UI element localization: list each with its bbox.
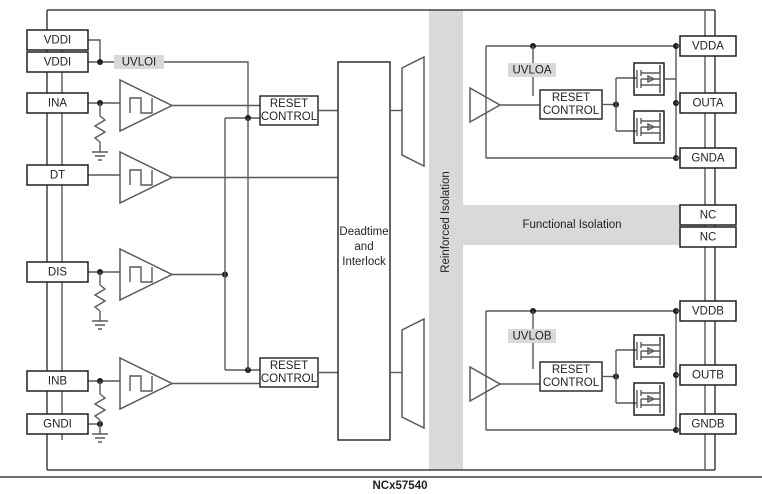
pin-nc-1-label: NC — [700, 210, 717, 222]
dis-ground-symbol — [92, 320, 108, 330]
dis-schmitt-buffer — [119, 247, 174, 302]
pin-nc-1[interactable]: NC — [679, 204, 737, 226]
inb-schmitt-buffer — [119, 356, 174, 411]
pin-gnda-label: GNDA — [691, 153, 725, 165]
functional-isolation-label: Functional Isolation — [522, 219, 621, 231]
pin-inb-label: INB — [48, 376, 68, 388]
part-number-label: NCx57540 — [373, 480, 428, 492]
reset-secondary-b-line1: RESET — [552, 364, 590, 376]
vddi-junction-dot — [97, 59, 103, 65]
pin-vddi-2-label: VDDI — [44, 57, 71, 69]
vddi-bridge-wire — [88, 39, 101, 62]
pin-vddi-2[interactable]: VDDI — [26, 51, 89, 73]
uvloa-label: UVLOA — [513, 65, 552, 77]
ina-schmitt-buffer — [119, 78, 174, 133]
dt-schmitt-buffer — [119, 150, 174, 205]
dis-schmitt-glyph — [129, 266, 153, 283]
deadtime-line1: Deadtime — [339, 226, 388, 238]
deadtime-line3: Interlock — [342, 256, 386, 268]
reset-primary-a-line1: RESET — [270, 98, 308, 110]
pin-gndi[interactable]: GNDI — [26, 413, 89, 435]
reset-secondary-a-line1: RESET — [552, 92, 590, 104]
pin-nc-2-label: NC — [700, 232, 717, 244]
inb-pulldown-resistor — [93, 393, 107, 421]
pin-vddb[interactable]: VDDB — [679, 300, 737, 322]
reset-primary-b-line1: RESET — [270, 360, 308, 372]
pin-dt-label: DT — [50, 170, 65, 182]
deadtime-line2: and — [354, 241, 373, 253]
pin-outa[interactable]: OUTA — [679, 92, 737, 114]
pin-outa-label: OUTA — [692, 98, 723, 110]
pin-dis[interactable]: DIS — [26, 261, 89, 283]
pin-vdda[interactable]: VDDA — [679, 35, 737, 57]
ina-ground-symbol — [92, 151, 108, 161]
low-side-fet-a — [633, 110, 665, 144]
uvlob-label: UVLOB — [513, 331, 552, 343]
pin-dt[interactable]: DT — [26, 164, 89, 186]
inb-schmitt-glyph — [129, 375, 153, 392]
reinforced-isolation-band — [429, 10, 463, 470]
reset-control-secondary-a-box — [539, 89, 603, 120]
pin-gnda[interactable]: GNDA — [679, 147, 737, 169]
pin-vddi-1[interactable]: VDDI — [26, 29, 89, 51]
reset-secondary-a-line2: CONTROL — [543, 105, 600, 117]
pin-inb[interactable]: INB — [26, 370, 89, 392]
high-side-fet-a — [633, 62, 665, 96]
pin-ina-label: INA — [48, 98, 68, 110]
pin-vdda-label: VDDA — [692, 41, 724, 53]
uvlob-highlight — [508, 329, 556, 343]
pin-outb[interactable]: OUTB — [679, 364, 737, 386]
pin-gndi-label: GNDI — [43, 419, 72, 431]
pin-gndb[interactable]: GNDB — [679, 413, 737, 435]
reset-control-secondary-b-box — [539, 361, 603, 392]
reset-primary-a-line2: CONTROL — [261, 111, 318, 123]
ina-schmitt-glyph — [129, 97, 153, 114]
pin-ina[interactable]: INA — [26, 92, 89, 114]
reset-control-primary-a-box — [259, 95, 319, 126]
uvloi-highlight — [114, 55, 164, 69]
reset-primary-b-line2: CONTROL — [261, 373, 318, 385]
low-side-fet-b — [633, 382, 665, 416]
pin-vddi-1-label: VDDI — [44, 35, 71, 47]
uvloa-highlight — [508, 63, 556, 77]
reinforced-isolation-label: Reinforced Isolation — [440, 171, 452, 273]
high-side-fet-b — [633, 334, 665, 368]
pin-gndb-label: GNDB — [691, 419, 725, 431]
isolation-transmitter-b — [401, 317, 425, 430]
reset-secondary-b-line2: CONTROL — [543, 377, 600, 389]
pin-dis-label: DIS — [48, 267, 68, 279]
dis-pulldown-resistor — [93, 284, 107, 312]
functional-isolation-band — [463, 205, 704, 245]
pin-vddb-label: VDDB — [692, 306, 724, 318]
uvloi-to-reset-a-wire — [160, 61, 249, 118]
receiver-buffer-b — [469, 365, 502, 403]
receiver-buffer-a — [469, 86, 502, 124]
isolation-transmitter-a — [401, 55, 425, 168]
gndi-ground-symbol — [92, 433, 108, 443]
uvloi-label: UVLOI — [122, 57, 157, 69]
ina-pulldown-resistor — [93, 115, 107, 143]
dt-schmitt-glyph — [129, 169, 153, 186]
deadtime-interlock-box — [337, 61, 391, 441]
reset-control-primary-b-box — [259, 357, 319, 388]
pin-nc-2[interactable]: NC — [679, 226, 737, 248]
pin-outb-label: OUTB — [692, 370, 724, 382]
